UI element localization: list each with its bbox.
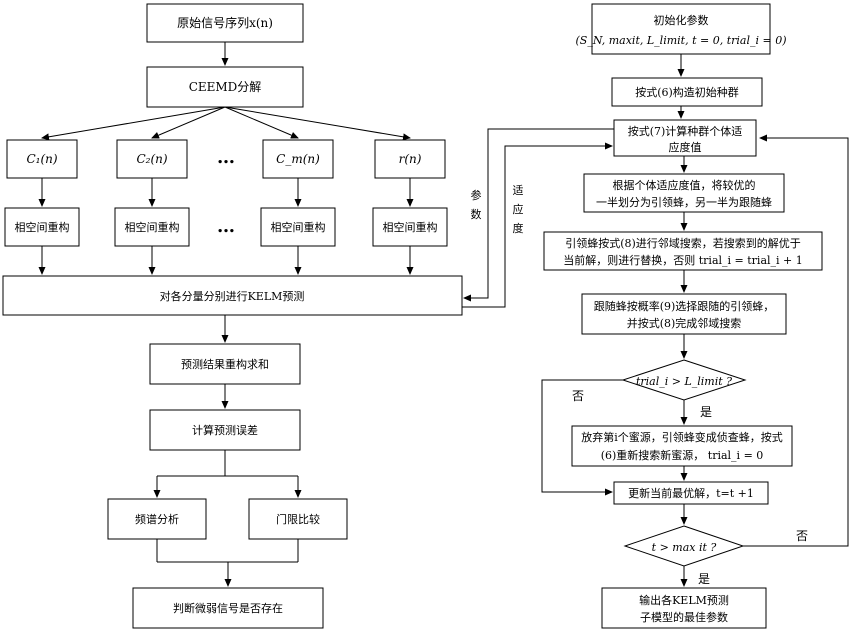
init-params-line1: 初始化参数	[654, 13, 709, 27]
fitness-label-3: 度	[513, 221, 524, 235]
params-label-1: 参	[471, 188, 482, 202]
scout-bee-line2: (6)重新搜索新蜜源， trial_i = 0	[601, 448, 764, 462]
error-label: 计算预测误差	[192, 423, 258, 437]
trial-limit-condition: trial_i > L_limit ?	[636, 375, 732, 388]
yes-label-1: 是	[700, 405, 712, 419]
fitness-calc-line2: 应度值	[669, 140, 702, 154]
right-flow: 初始化参数 (S_N, maxit, L_limit, t = 0, trial…	[542, 4, 848, 628]
split-line1: 根据个体适应度值，将较优的	[613, 178, 756, 192]
reconstruct-label-2: 相空间重构	[125, 220, 180, 234]
reconstruct-label-1: 相空间重构	[15, 220, 70, 234]
follow-bee-line2: 并按式(8)完成邻域搜索	[627, 316, 742, 330]
cross-links: 参 数 适 应 度	[462, 129, 614, 307]
params-label-2: 数	[471, 208, 482, 221]
split-line2: 一半划分为引领蜂，另一半为跟随蜂	[596, 195, 772, 209]
output-line1: 输出各KELM预测	[639, 593, 729, 607]
maxit-condition: t > max it ?	[652, 541, 717, 554]
component-label-cm: C_m(n)	[276, 152, 320, 166]
lead-bee-line1: 引领蜂按式(8)进行邻域搜索，若搜索到的解优于	[565, 236, 801, 250]
ellipsis-top: …	[217, 147, 235, 168]
original-signal-label: 原始信号序列x(n)	[177, 15, 273, 30]
left-flow: 原始信号序列x(n) CEEMD分解 C₁(n) C₂(n) … C_m(n) …	[3, 4, 462, 628]
kelm-predict-label: 对各分量分别进行KELM预测	[160, 289, 305, 303]
component-label-c1: C₁(n)	[26, 152, 57, 166]
fitness-calc-line1: 按式(7)计算种群个体适	[628, 124, 743, 138]
ellipsis-bottom: …	[217, 216, 235, 237]
init-params-line2: (S_N, maxit, L_limit, t = 0, trial_i = 0…	[576, 34, 787, 47]
fitness-label-1: 适	[513, 184, 524, 197]
reconstruct-label-3: 相空间重构	[271, 220, 326, 234]
ceemd-label: CEEMD分解	[189, 80, 262, 94]
reconstruct-label-4: 相空间重构	[383, 220, 438, 234]
init-population-label: 按式(6)构造初始种群	[635, 85, 739, 99]
no-label-1: 否	[572, 389, 584, 403]
lead-bee-line2: 当前解，则进行替换，否则 trial_i = trial_i + 1	[563, 253, 803, 267]
scout-bee-line1: 放弃第i个蜜源，引领蜂变成侦查蜂，按式	[581, 430, 783, 444]
yes-label-2: 是	[698, 572, 710, 586]
component-label-r: r(n)	[399, 152, 422, 166]
component-label-c2: C₂(n)	[136, 152, 167, 166]
update-best-label: 更新当前最优解，t=t +1	[628, 486, 754, 500]
follow-bee-line1: 跟随蜂按概率(9)选择跟随的引领蜂，	[594, 299, 775, 313]
fitness-label-2: 应	[513, 202, 524, 216]
threshold-label: 门限比较	[276, 512, 320, 526]
output-line2: 子模型的最佳参数	[640, 610, 728, 624]
no-label-2: 否	[796, 529, 808, 543]
judge-label: 判断微弱信号是否存在	[173, 601, 283, 615]
spectrum-label: 频谱分析	[135, 512, 179, 526]
sum-label: 预测结果重构求和	[181, 357, 269, 371]
